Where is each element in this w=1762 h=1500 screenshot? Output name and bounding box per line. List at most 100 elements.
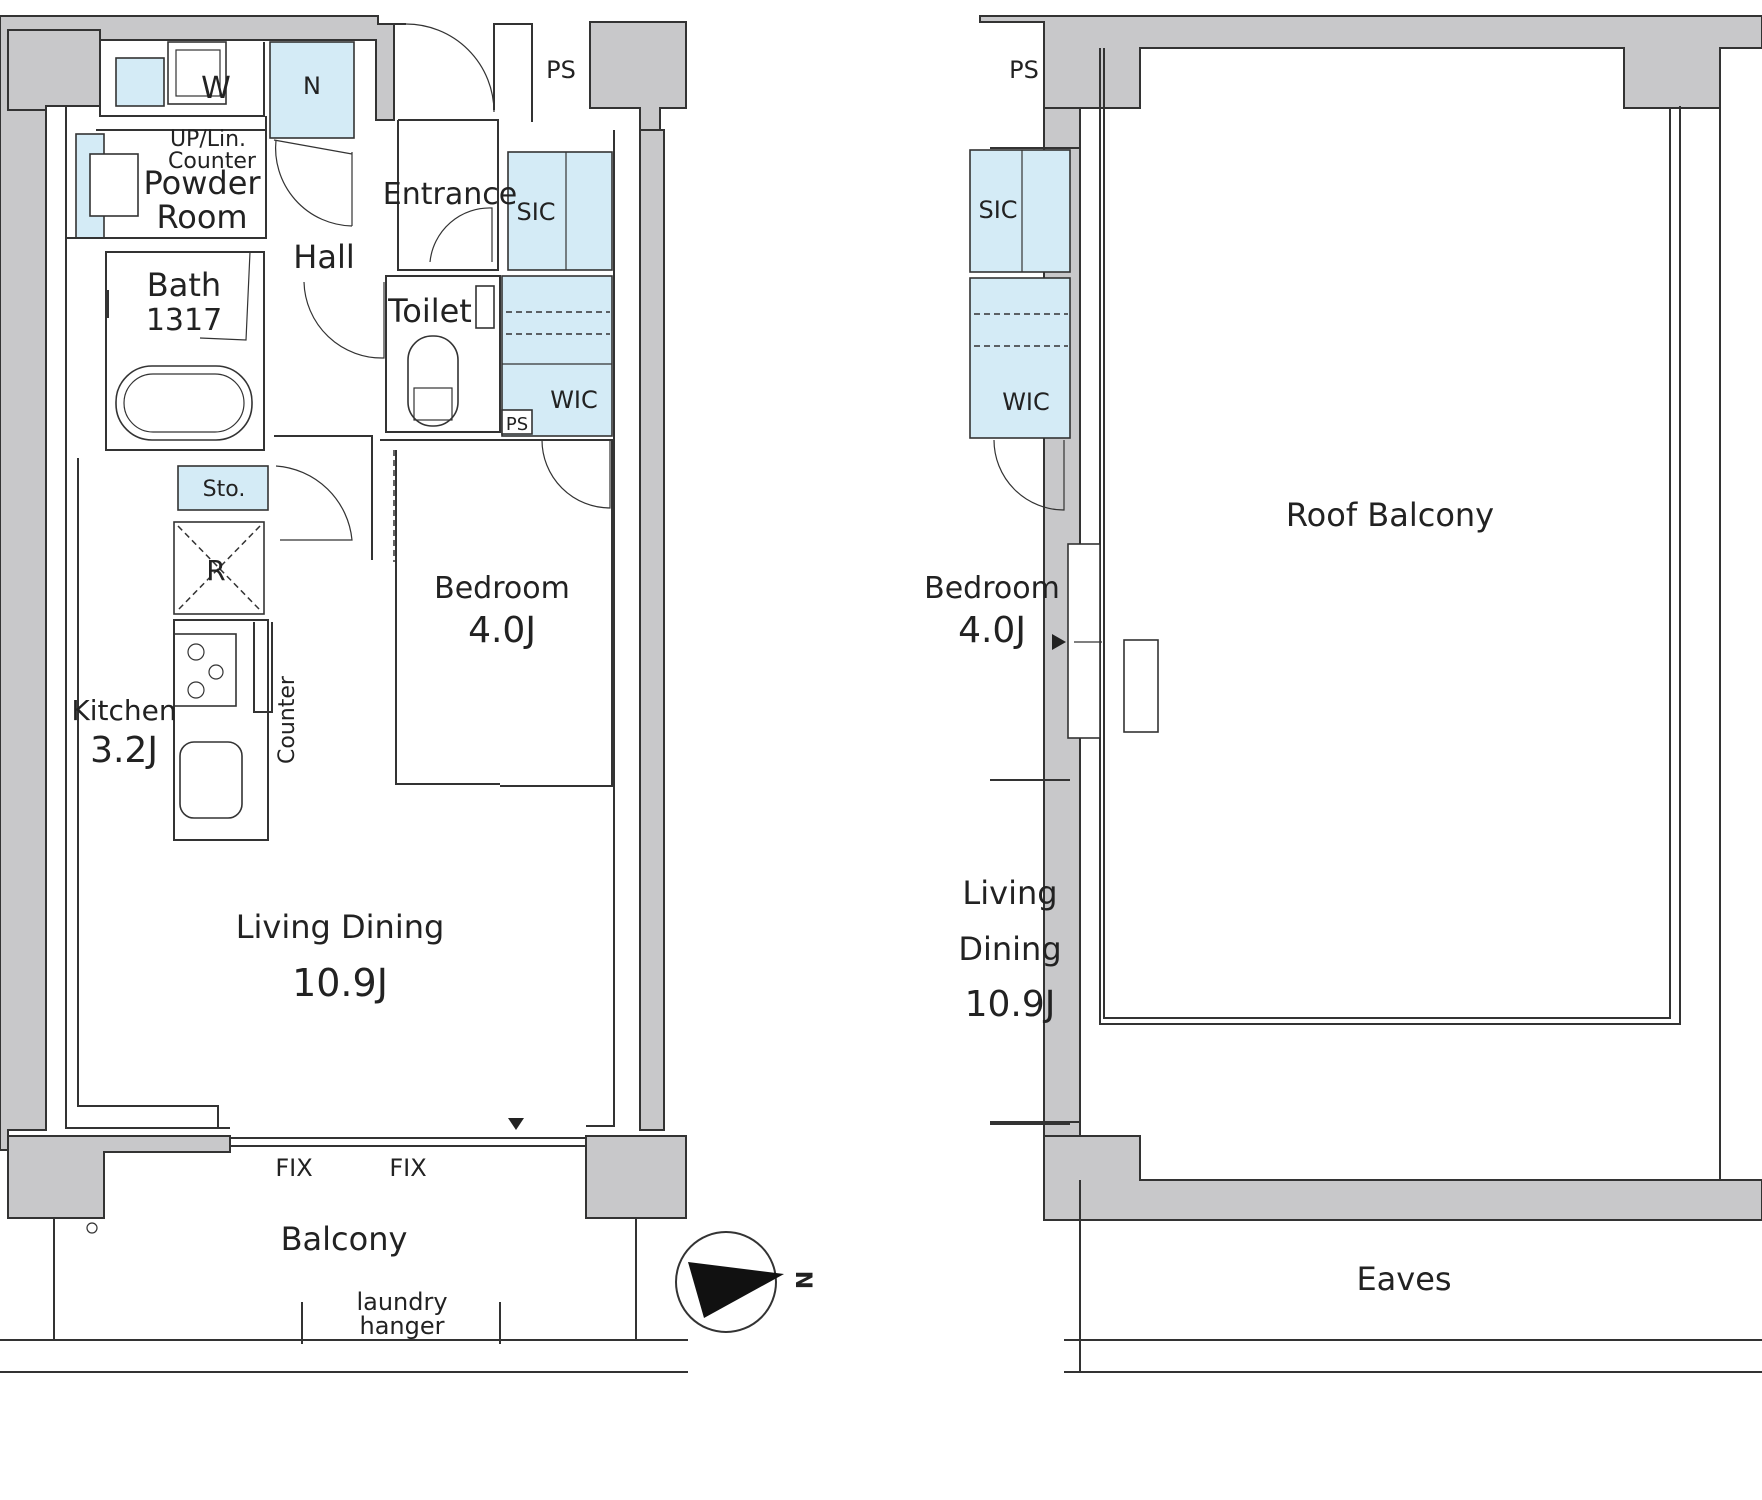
ps-small-label: PS [506,414,528,435]
bath-size-label: 1317 [146,303,222,338]
toilet-bowl [407,335,459,427]
living-label-right-1: Living [962,874,1057,912]
living-size-label-right: 10.9J [965,984,1056,1025]
entry-marker [508,1118,524,1130]
ps-enclosure [493,23,533,122]
laundry-label-1: laundry [356,1288,447,1316]
hall-door-top-arc [274,139,353,227]
burner-3 [187,681,205,699]
refrigerator-label: R [206,554,225,587]
wic-label: WIC [550,386,598,414]
hall-lower-wall [274,435,373,560]
eaves-rail [1064,1339,1762,1373]
wall-right-pillar-top [589,21,687,131]
laundry-label-2: hanger [360,1312,445,1340]
unit-floor-plan-right [808,0,1762,1390]
bedroom-label: Bedroom [434,571,570,606]
balcony-label: Balcony [281,1220,408,1258]
powder-sink [89,153,139,217]
powder-outline [66,116,267,239]
kitchen-size-label: 3.2J [90,730,158,771]
burner-2 [208,664,224,680]
unit-floor-plan-left [0,15,688,1373]
roof-balcony-label: Roof Balcony [1286,496,1494,534]
eaves-label: Eaves [1356,1260,1451,1298]
ldk-door [275,465,353,541]
inner-wall-left [65,106,230,1129]
burner-1 [187,643,205,661]
wall-bottom-right [1043,1135,1762,1221]
bath-outline [105,251,265,451]
utility-outline [99,30,265,117]
fix-right-label: FIX [389,1154,426,1182]
washer-box [167,41,227,105]
sic-storage [507,151,613,271]
sic-storage-right [969,149,1071,273]
inner-wall-right [586,130,615,1127]
ps-label-right: PS [1009,56,1039,84]
washer-label: W [201,71,231,106]
drain [86,1222,98,1234]
toilet-door [303,281,385,359]
living-label-right-2: Dining [958,930,1061,968]
side-counter [253,622,273,713]
north-label: N [790,1271,815,1289]
cut-mask [808,0,978,1390]
bedroom-label-right: Bedroom [924,571,1060,606]
wic-label-right: WIC [1002,388,1050,416]
hall-door-top [273,139,353,226]
window-frame-right [1067,543,1101,739]
living-outline-left [77,458,219,1128]
entrance-door [429,207,493,263]
ps-label-top: PS [546,56,576,84]
niche-label: N [303,72,321,100]
washer-inner [175,49,221,97]
bedroom-size-label-right: 4.0J [958,610,1026,651]
toilet-tank [413,387,453,421]
entrance-label: Entrance [383,177,517,212]
kitchen-label: Kitchen [71,694,176,727]
sic-label: SIC [516,198,555,226]
storage-box [177,465,269,511]
skylight [1123,639,1159,733]
sic-label-right: SIC [978,196,1017,224]
bathtub [115,365,253,441]
toilet-label: Toilet [387,292,472,330]
sink [179,741,243,819]
right-room-lines [990,779,1070,1125]
front-door [405,23,495,113]
wic-storage-right [969,277,1071,439]
bath-label: Bath [147,266,221,304]
window-marker [1052,634,1066,650]
living-size-label: 10.9J [292,961,388,1005]
counter-vertical-label: Counter [275,675,300,764]
kitchen-counter [173,619,269,841]
bath-door [199,251,251,341]
cooktop [173,633,237,707]
wall-top-right [979,15,1762,109]
utility-label: UP/Lin. [170,127,246,152]
compass-needle [688,1262,784,1318]
toilet-outline [385,275,501,433]
wall-left-pillar-top [7,29,101,111]
storage-label: Sto. [203,477,246,502]
powder-room-label-2: Room [156,198,247,236]
ps-small-box [501,409,533,435]
fix-left-label: FIX [275,1154,312,1182]
shelf-box [115,57,165,107]
entrance-outline [397,119,499,271]
wall-right [639,129,665,1131]
roof-balcony-outline [1099,48,1681,1025]
roof-balcony-inner [1103,48,1671,1019]
bathtub-inner [123,373,245,433]
wall-right-pillar-bottom [585,1135,687,1219]
balcony-rail [0,1339,688,1373]
toilet-paper [475,285,495,329]
wic-door [541,439,611,509]
wall-left-pillar-bottom [7,1135,231,1219]
bedroom-size-label: 4.0J [468,610,536,651]
niche-storage [269,41,355,139]
living-label: Living Dining [236,908,445,946]
powder-room-label-1: Powder [143,164,261,202]
